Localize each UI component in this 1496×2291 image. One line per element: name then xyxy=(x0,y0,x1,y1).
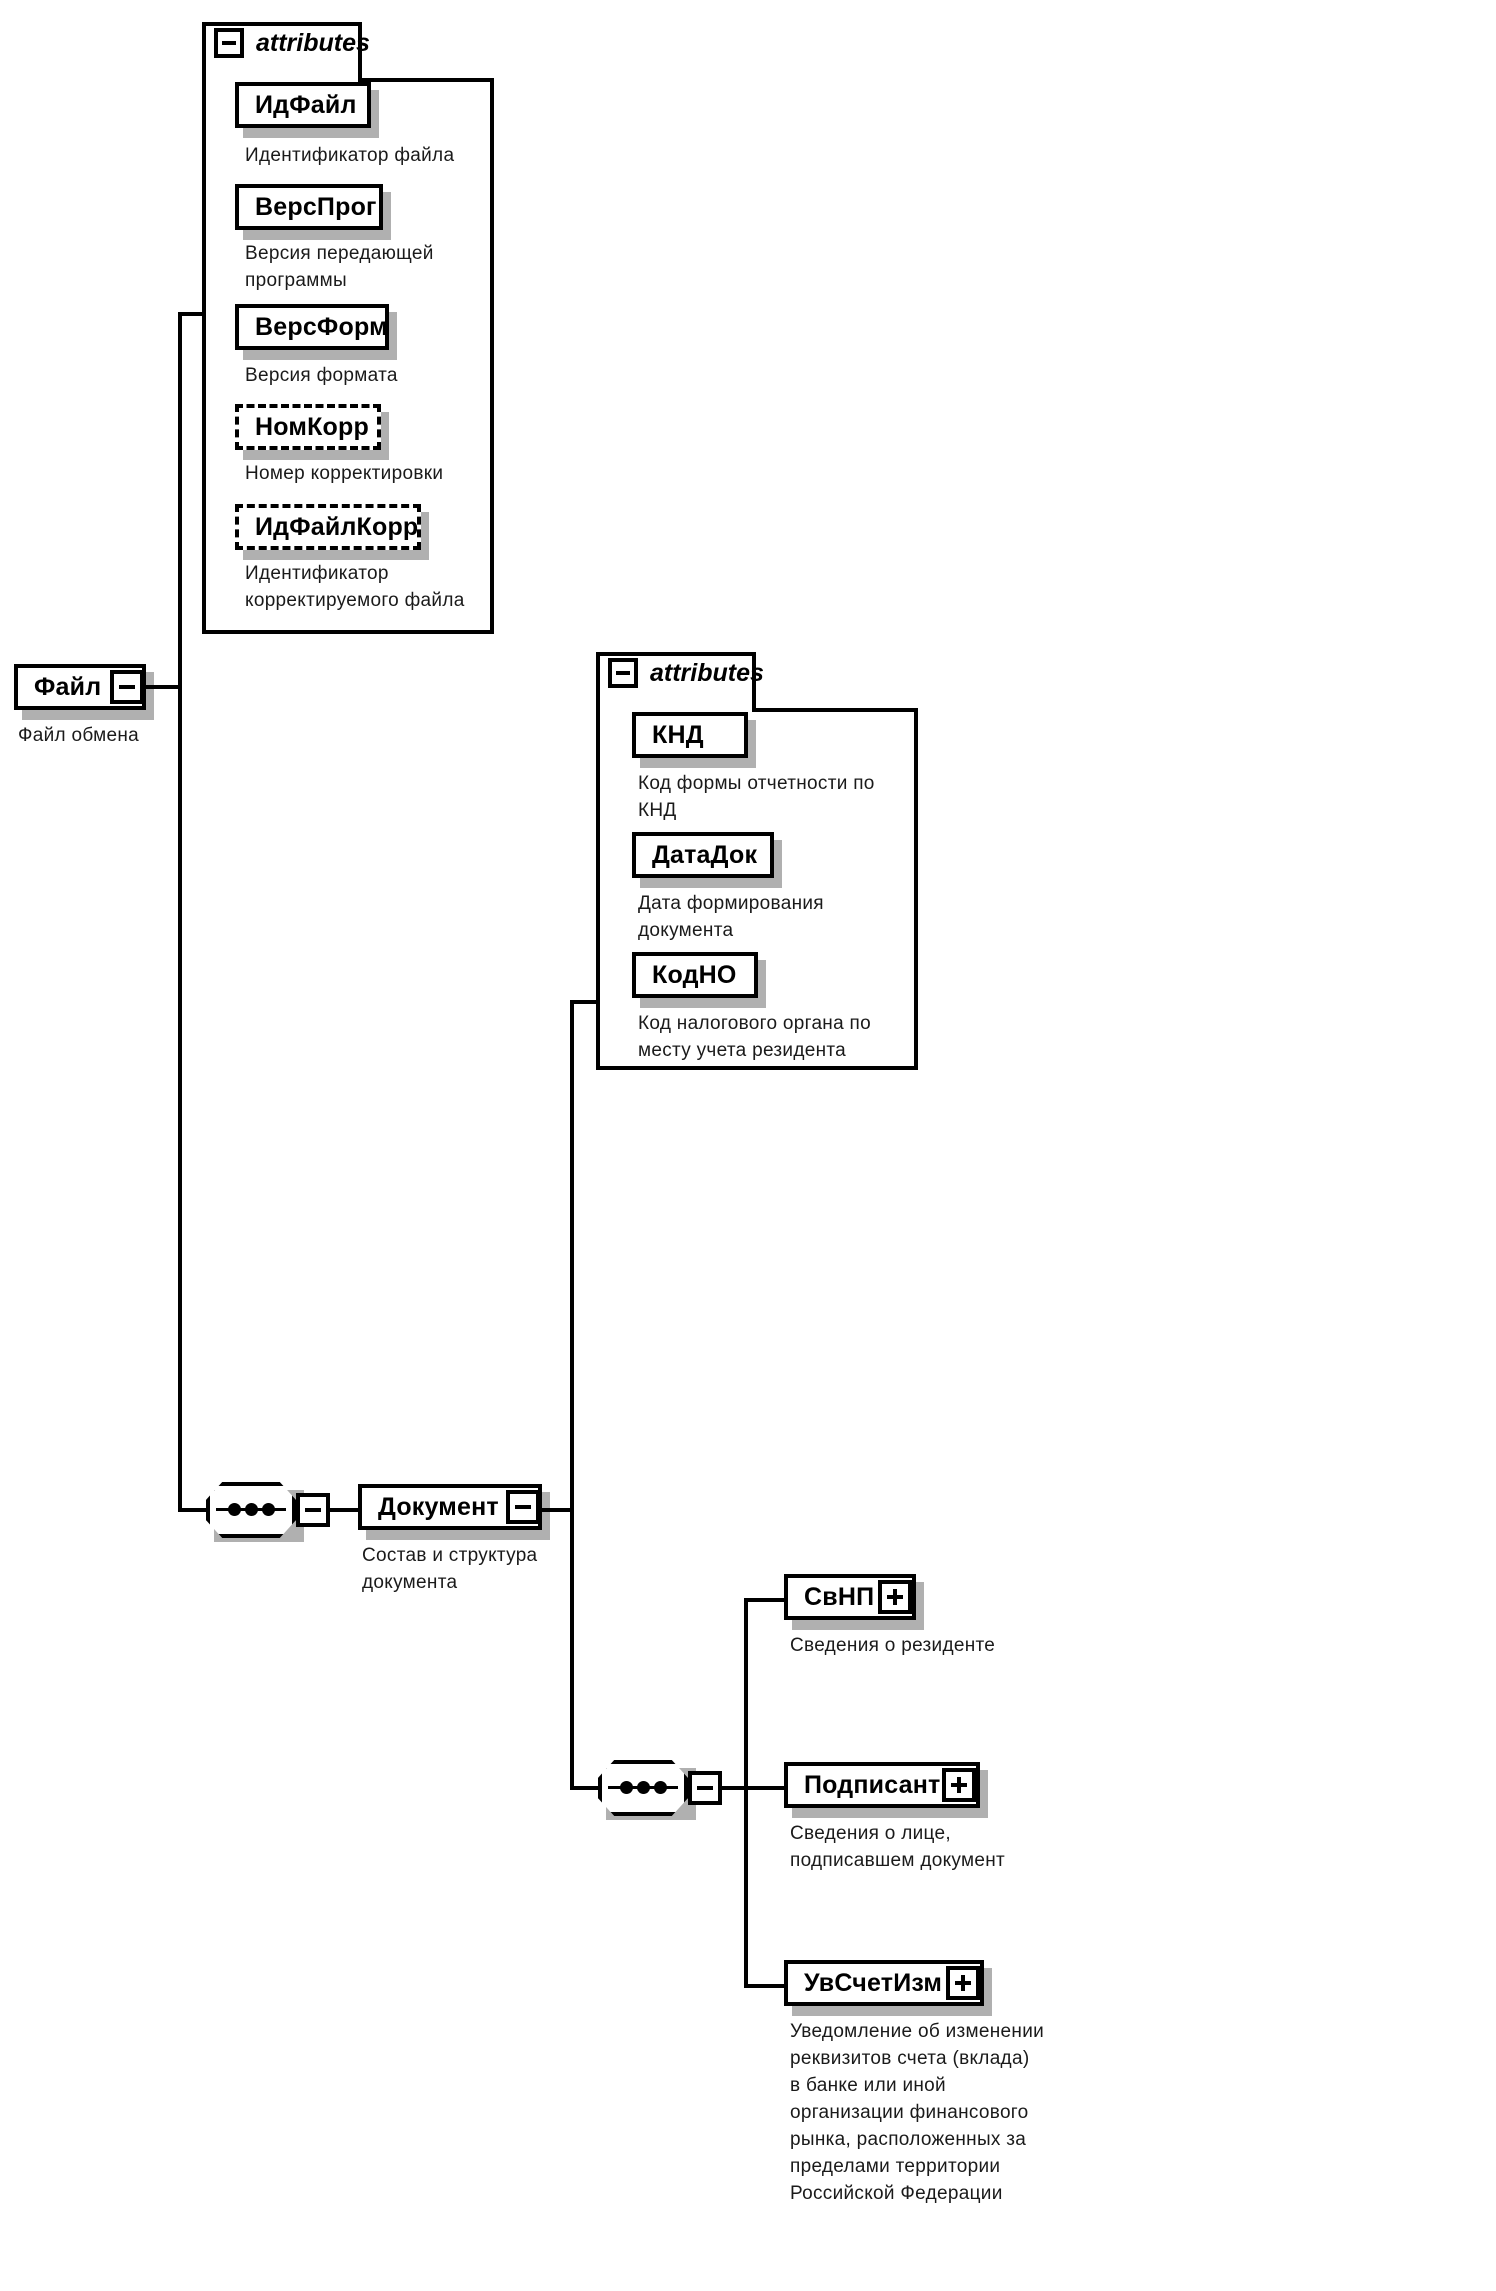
attribute-description: Идентификатор корректируемого файла xyxy=(245,563,465,611)
sequence-compositor-dokument[interactable] xyxy=(598,1760,688,1816)
attribute-label: ДатаДок xyxy=(652,840,758,869)
attribute-description: Номер корректировки xyxy=(245,463,444,484)
attribute-label: КодНО xyxy=(652,960,737,989)
collapse-minus-icon-dokument[interactable] xyxy=(506,1490,540,1524)
sequence-dot-icon xyxy=(637,1781,650,1794)
attribute-node-versprog[interactable]: ВерсПрог xyxy=(235,184,383,230)
connector-line xyxy=(720,1786,748,1790)
attribute-label: ИдФайл xyxy=(255,90,357,119)
element-node-label: СвНП xyxy=(804,1582,875,1611)
attribute-label: КНД xyxy=(652,720,704,749)
sequence-dot-icon xyxy=(654,1781,667,1794)
element-node-description: Уведомление об изменении реквизитов счет… xyxy=(790,2021,1045,2204)
attribute-node-datadok[interactable]: ДатаДок xyxy=(632,832,774,878)
element-node-description: Состав и структура документа xyxy=(362,1545,538,1593)
connector-line xyxy=(570,1000,574,1790)
sequence-dot-icon xyxy=(262,1503,275,1516)
sequence-dot-icon xyxy=(620,1781,633,1794)
sequence-compositor-root[interactable] xyxy=(206,1482,296,1538)
element-node-label: УвСчетИзм xyxy=(804,1968,943,1997)
attribute-description: Дата формирования документа xyxy=(638,893,824,941)
connector-line xyxy=(744,1984,786,1988)
document-attributes-header[interactable]: attributes xyxy=(608,658,764,688)
connector-line xyxy=(744,1598,786,1602)
attribute-description: Код формы отчетности по КНД xyxy=(638,773,875,821)
connector-line xyxy=(570,1000,598,1004)
attribute-node-knd[interactable]: КНД xyxy=(632,712,748,758)
attribute-label: ВерсПрог xyxy=(255,192,377,221)
connector-line xyxy=(328,1508,358,1512)
element-node-description: Сведения о лице, подписавшем документ xyxy=(790,1823,1006,1871)
element-node-svnp[interactable]: СвНП xyxy=(784,1574,916,1620)
connector-line xyxy=(178,1508,206,1512)
attribute-node-versform[interactable]: ВерсФорм xyxy=(235,304,389,350)
file-attributes-header[interactable]: attributes xyxy=(214,28,370,58)
connector-line xyxy=(178,312,204,316)
attribute-label: НомКорр xyxy=(255,412,369,441)
attribute-label: ИдФайлКорр xyxy=(255,512,419,541)
connector-line xyxy=(178,312,182,1512)
collapse-minus-icon-sequence-dokument[interactable] xyxy=(688,1771,722,1805)
expand-plus-icon-podpisant[interactable] xyxy=(942,1768,976,1802)
collapse-minus-icon-sequence[interactable] xyxy=(296,1493,330,1527)
attribute-description: Код налогового органа по месту учета рез… xyxy=(638,1013,872,1061)
file-attributes-frame xyxy=(202,22,494,634)
attributes-title: attributes xyxy=(650,658,764,687)
attribute-node-nomkorr[interactable]: НомКорр xyxy=(235,404,381,450)
connector-line xyxy=(540,1508,574,1512)
connector-line xyxy=(744,1786,786,1790)
attribute-label: ВерсФорм xyxy=(255,312,388,341)
attribute-node-kodno[interactable]: КодНО xyxy=(632,952,758,998)
connector-line xyxy=(744,1598,748,1988)
element-node-label: Подписант xyxy=(804,1770,941,1799)
element-node-label: Документ xyxy=(378,1492,499,1521)
attribute-node-idfayl[interactable]: ИдФайл xyxy=(235,82,371,128)
root-node-label: Файл xyxy=(34,672,102,701)
connector-line xyxy=(144,685,182,689)
attribute-description: Идентификатор файла xyxy=(245,145,455,166)
root-node-description: Файл обмена xyxy=(18,725,140,746)
collapse-minus-icon[interactable] xyxy=(608,658,638,688)
attributes-title: attributes xyxy=(256,28,370,57)
attribute-description: Версия формата xyxy=(245,365,398,386)
collapse-minus-icon-root[interactable] xyxy=(110,670,144,704)
expand-plus-icon-uvschetizm[interactable] xyxy=(946,1966,980,2000)
expand-plus-icon-svnp[interactable] xyxy=(878,1580,912,1614)
connector-line xyxy=(570,1786,598,1790)
attribute-description: Версия передающей программы xyxy=(245,243,434,291)
element-node-description: Сведения о резиденте xyxy=(790,1635,996,1656)
attribute-node-idfaylkorr[interactable]: ИдФайлКорр xyxy=(235,504,421,550)
sequence-dot-icon xyxy=(245,1503,258,1516)
collapse-minus-icon[interactable] xyxy=(214,28,244,58)
document-attributes-frame xyxy=(596,652,918,1070)
sequence-dot-icon xyxy=(228,1503,241,1516)
